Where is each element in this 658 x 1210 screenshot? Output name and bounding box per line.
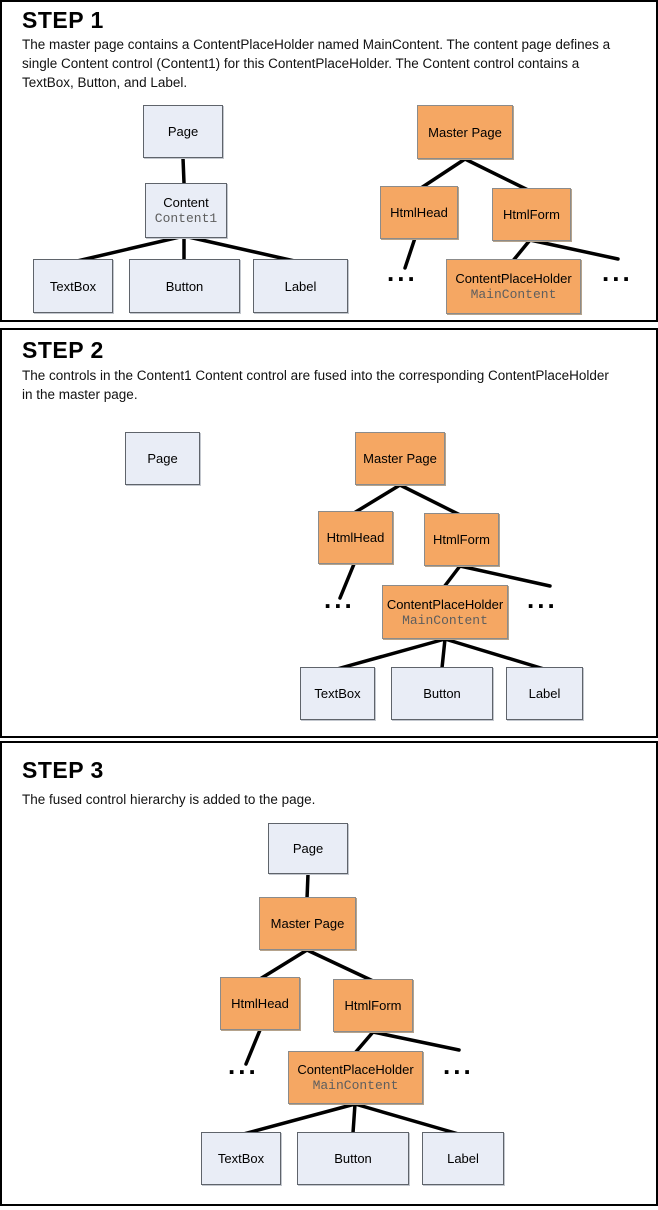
step2-panel: STEP 2 The controls in the Content1 Cont… — [0, 328, 658, 738]
step2-desc-line: The controls in the Content1 Content con… — [22, 368, 609, 383]
step2-description: The controls in the Content1 Content con… — [22, 366, 637, 404]
step3-node-textbox: TextBox — [201, 1132, 281, 1185]
node-sublabel: Content1 — [154, 211, 218, 226]
step2-node-contentplaceholder: ContentPlaceHolder MainContent — [382, 585, 508, 639]
edge-htmlform-ellipsis — [371, 1030, 461, 1052]
step3-node-htmlform: HtmlForm — [333, 979, 413, 1032]
step1-node-contentplaceholder: ContentPlaceHolder MainContent — [446, 259, 581, 314]
edge-cph-textbox — [238, 1102, 357, 1137]
edge-page-masterpage — [305, 872, 310, 901]
step1-desc-line: TextBox, Button, and Label. — [22, 75, 188, 90]
step1-title: STEP 1 — [22, 7, 104, 33]
edge-masterpage-htmlform — [305, 948, 375, 983]
step1-node-htmlhead: HtmlHead — [380, 186, 458, 239]
node-label: HtmlHead — [326, 530, 385, 545]
step1-node-textbox: TextBox — [33, 259, 113, 313]
step3-desc-line: The fused control hierarchy is added to … — [22, 792, 316, 807]
step1-ellipsis-right: ... — [602, 257, 633, 287]
edge-cph-label — [443, 637, 546, 671]
step1-node-content: Content Content1 — [145, 183, 227, 238]
step3-node-contentplaceholder: ContentPlaceHolder MainContent — [288, 1051, 423, 1104]
node-label: Label — [528, 686, 561, 701]
edge-cph-textbox — [335, 637, 447, 671]
edge-htmlform-cph — [442, 564, 462, 589]
step2-node-label: Label — [506, 667, 583, 720]
step1-node-button: Button — [129, 259, 240, 313]
step1-node-htmlform: HtmlForm — [492, 188, 571, 241]
step1-node-label: Label — [253, 259, 348, 313]
node-sublabel: MainContent — [402, 612, 488, 628]
step2-title: STEP 2 — [22, 337, 104, 363]
node-label: Button — [423, 686, 461, 701]
edge-page-content — [181, 156, 186, 185]
step2-desc-line: in the master page. — [22, 387, 138, 402]
node-label: ContentPlaceHolder — [455, 271, 572, 286]
node-sublabel: MainContent — [312, 1078, 399, 1093]
step3-node-page: Page — [268, 823, 348, 874]
node-label: Page — [147, 451, 178, 466]
node-label: Content — [163, 195, 209, 210]
node-label: TextBox — [314, 686, 361, 701]
step1-node-master-page: Master Page — [417, 105, 513, 159]
step3-node-master-page: Master Page — [259, 897, 356, 950]
step1-ellipsis-left: ... — [387, 257, 418, 287]
edge-masterpage-htmlhead — [352, 483, 402, 515]
step1-desc-line: The master page contains a ContentPlaceH… — [22, 37, 611, 52]
node-label: ContentPlaceHolder — [297, 1062, 414, 1077]
edge-masterpage-htmlform — [463, 157, 532, 193]
edge-htmlform-cph — [353, 1030, 375, 1055]
step2-node-htmlform: HtmlForm — [424, 513, 499, 566]
node-label: ContentPlaceHolder — [386, 596, 504, 612]
step1-desc-line: single Content control (Content1) for th… — [22, 56, 580, 71]
edge-masterpage-htmlform — [398, 483, 462, 517]
step2-ellipsis-right: ... — [527, 584, 558, 614]
node-label: TextBox — [217, 1151, 265, 1166]
step3-ellipsis-left: ... — [228, 1050, 259, 1080]
step1-node-page: Page — [143, 105, 223, 158]
edge-cph-label — [353, 1102, 464, 1137]
step2-ellipsis-left: ... — [324, 584, 355, 614]
step1-panel: STEP 1 The master page contains a Conten… — [0, 0, 658, 322]
edge-cph-button — [351, 1102, 357, 1135]
node-label: HtmlHead — [231, 996, 289, 1011]
node-label: Page — [167, 124, 199, 139]
step2-node-master-page: Master Page — [355, 432, 445, 485]
step3-title: STEP 3 — [22, 757, 104, 783]
node-label: Master Page — [363, 451, 437, 466]
step2-node-htmlhead: HtmlHead — [318, 511, 393, 564]
node-label: TextBox — [49, 278, 97, 294]
step2-node-textbox: TextBox — [300, 667, 375, 720]
edge-htmlform-ellipsis — [458, 564, 552, 588]
node-label: HtmlForm — [432, 532, 491, 547]
node-sublabel: MainContent — [470, 287, 557, 302]
node-label: Label — [447, 1151, 479, 1166]
step3-node-htmlhead: HtmlHead — [220, 977, 300, 1030]
node-label: HtmlHead — [390, 205, 448, 220]
node-label: Label — [284, 278, 317, 294]
node-label: Page — [292, 841, 324, 856]
step2-node-page: Page — [125, 432, 200, 485]
node-label: HtmlForm — [344, 998, 402, 1013]
step3-ellipsis-right: ... — [443, 1050, 474, 1080]
node-label: Button — [165, 278, 204, 294]
step3-panel: STEP 3 The fused control hierarchy is ad… — [0, 741, 658, 1206]
step3-node-button: Button — [297, 1132, 409, 1185]
node-label: Button — [334, 1151, 372, 1166]
step1-description: The master page contains a ContentPlaceH… — [22, 35, 637, 92]
step2-node-button: Button — [391, 667, 493, 720]
step3-description: The fused control hierarchy is added to … — [22, 790, 637, 809]
step3-node-label: Label — [422, 1132, 504, 1185]
node-label: HtmlForm — [502, 207, 561, 222]
edge-cph-button — [440, 637, 447, 670]
node-label: Master Page — [270, 916, 345, 931]
edge-masterpage-htmlhead — [258, 948, 309, 981]
node-label: Master Page — [428, 124, 502, 140]
